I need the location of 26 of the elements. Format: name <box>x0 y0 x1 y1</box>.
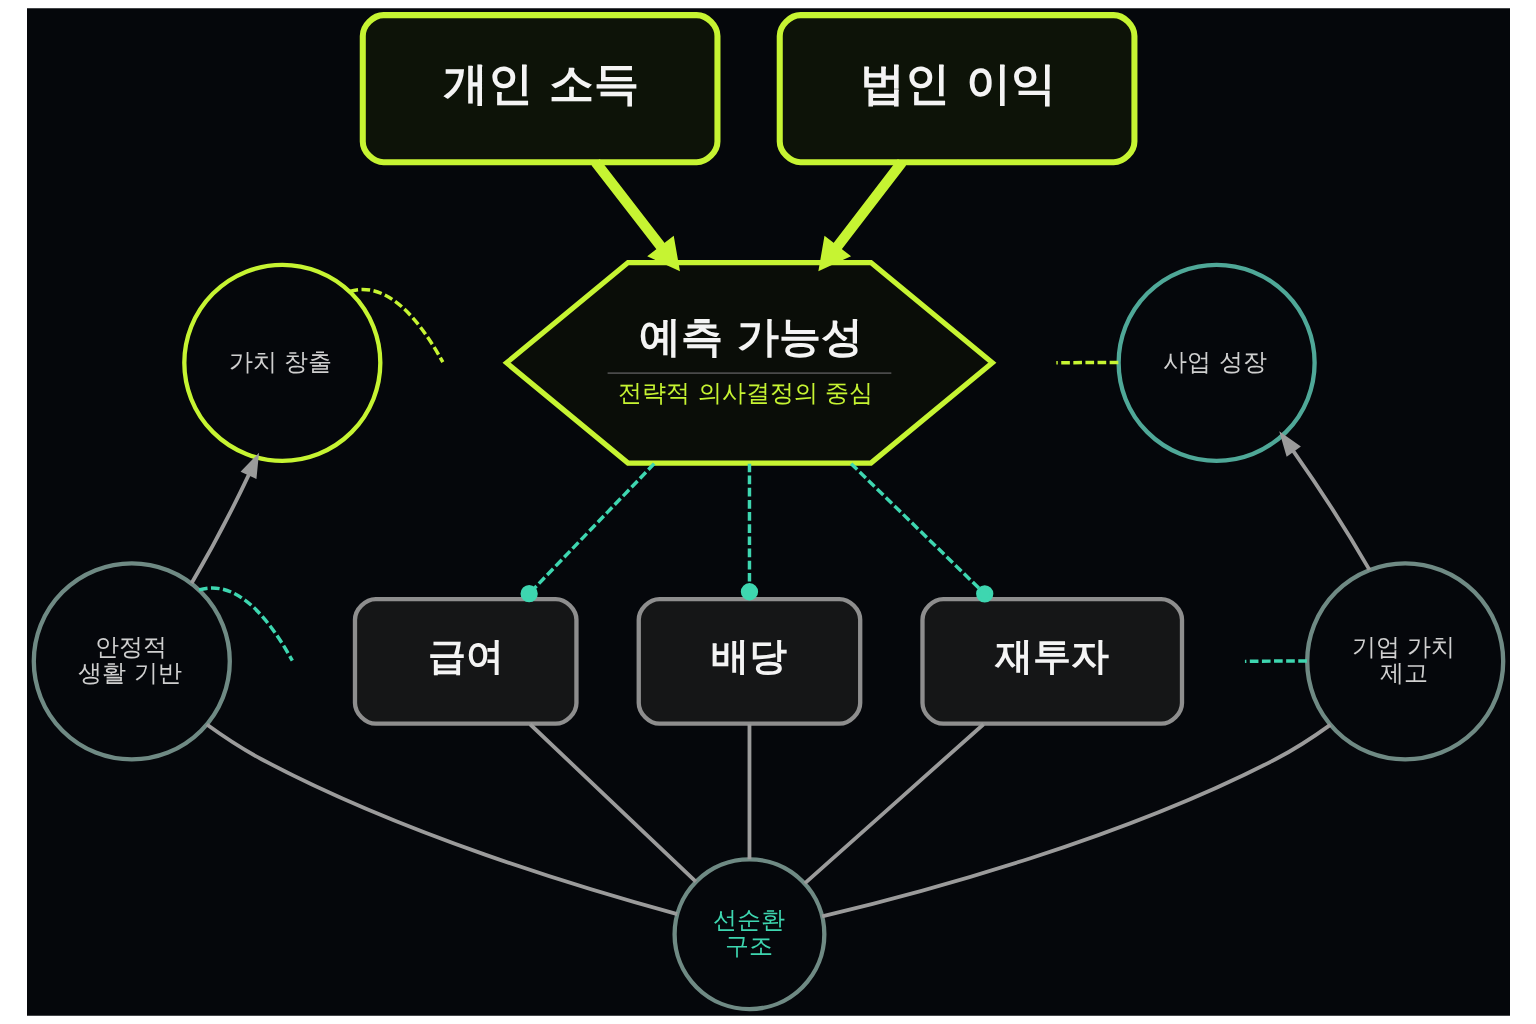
connector <box>1055 360 1118 365</box>
connector <box>205 722 678 916</box>
node-circle: 기업 가치 제고 <box>1304 561 1505 762</box>
connector <box>348 287 444 364</box>
node-circle: 선순환 구조 <box>671 857 826 1012</box>
node-circle: 안정적 생활 기반 <box>31 561 232 762</box>
node-box: 재투자 <box>919 596 1184 726</box>
connector <box>1244 659 1307 664</box>
arrow <box>1278 431 1371 571</box>
node-circle: 가치 창출 <box>181 262 382 463</box>
connector <box>198 586 294 662</box>
connector <box>520 462 655 603</box>
node-box: 급여 <box>352 596 579 726</box>
connector <box>821 723 1331 919</box>
connector <box>849 462 993 603</box>
node-box: 법인 이익 <box>776 12 1137 166</box>
connector <box>747 724 751 860</box>
node-box: 개인 소득 <box>359 12 720 166</box>
connector <box>528 722 697 883</box>
arrow <box>591 159 680 272</box>
connector <box>740 463 758 601</box>
arrow <box>189 452 259 585</box>
arrow <box>817 159 906 272</box>
node-circle: 사업 성장 <box>1115 262 1317 463</box>
node-box: 배당 <box>636 596 862 726</box>
connector <box>803 722 985 885</box>
